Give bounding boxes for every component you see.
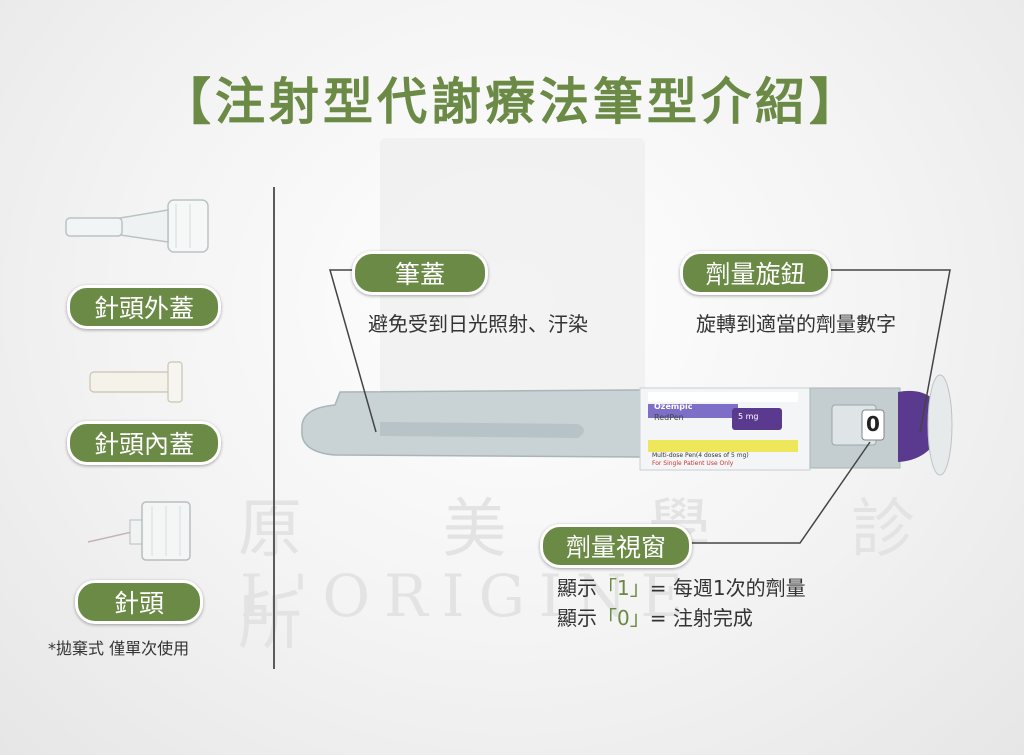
watermark-english: L'ORIGINE	[240, 562, 697, 630]
inner-needle-cap-image	[89, 361, 183, 403]
disposable-note: *拋棄式 僅單次使用	[48, 639, 190, 658]
pen-label-line2: For Single Patient Use Only	[652, 460, 734, 467]
dose-window-line2-text: = 注射完成	[649, 606, 753, 630]
pen-label-line1: Multi-dose Pen(4 doses of 5 mg)	[652, 452, 749, 459]
label-inner-needle-cap: 針頭內蓋	[67, 421, 221, 465]
dose-window-line1-value: 1	[617, 576, 630, 600]
dose-window-line2: 顯示「0」= 注射完成	[557, 602, 753, 631]
page-title: 【注射型代謝療法筆型介紹】	[161, 73, 863, 131]
dose-window-callout-line	[688, 441, 871, 544]
dose-knob-description: 旋轉到適當的劑量數字	[696, 312, 896, 336]
dose-window-line1-open: 「	[597, 576, 617, 600]
dose-display-digit: 0	[866, 412, 880, 436]
section-divider	[273, 187, 275, 669]
dose-window-line2-prefix: 顯示	[557, 606, 597, 630]
label-needle: 針頭	[75, 580, 203, 624]
pen-product: RedPen	[654, 413, 684, 422]
label-dose-knob: 劑量旋鈕	[680, 251, 831, 295]
label-outer-needle-cap: 針頭外蓋	[67, 285, 221, 329]
dose-window-line2-open: 「	[597, 606, 617, 630]
label-pen-cap: 筆蓋	[352, 251, 488, 295]
needle-image	[87, 501, 191, 561]
dose-knob-callout-line	[828, 269, 951, 433]
outer-needle-cap-image	[65, 199, 209, 253]
pen-label: Ozempic RedPen	[650, 402, 800, 422]
dose-window-line2-value: 0	[617, 606, 630, 630]
dose-window-line1: 顯示「1」= 每週1次的劑量	[557, 572, 806, 601]
pen-dose-box: 5 mg	[738, 412, 759, 421]
dose-window-line1-close: 」	[629, 576, 650, 600]
label-dose-window: 劑量視窗	[540, 524, 692, 568]
pen-cap-description: 避免受到日光照射、汙染	[368, 312, 588, 336]
dose-window-line1-text: = 每週1次的劑量	[649, 576, 806, 600]
dose-window-line1-prefix: 顯示	[557, 576, 597, 600]
dose-window-line2-close: 」	[629, 606, 650, 630]
injection-pen-image	[301, 374, 953, 476]
pen-brand: Ozempic	[654, 402, 693, 411]
